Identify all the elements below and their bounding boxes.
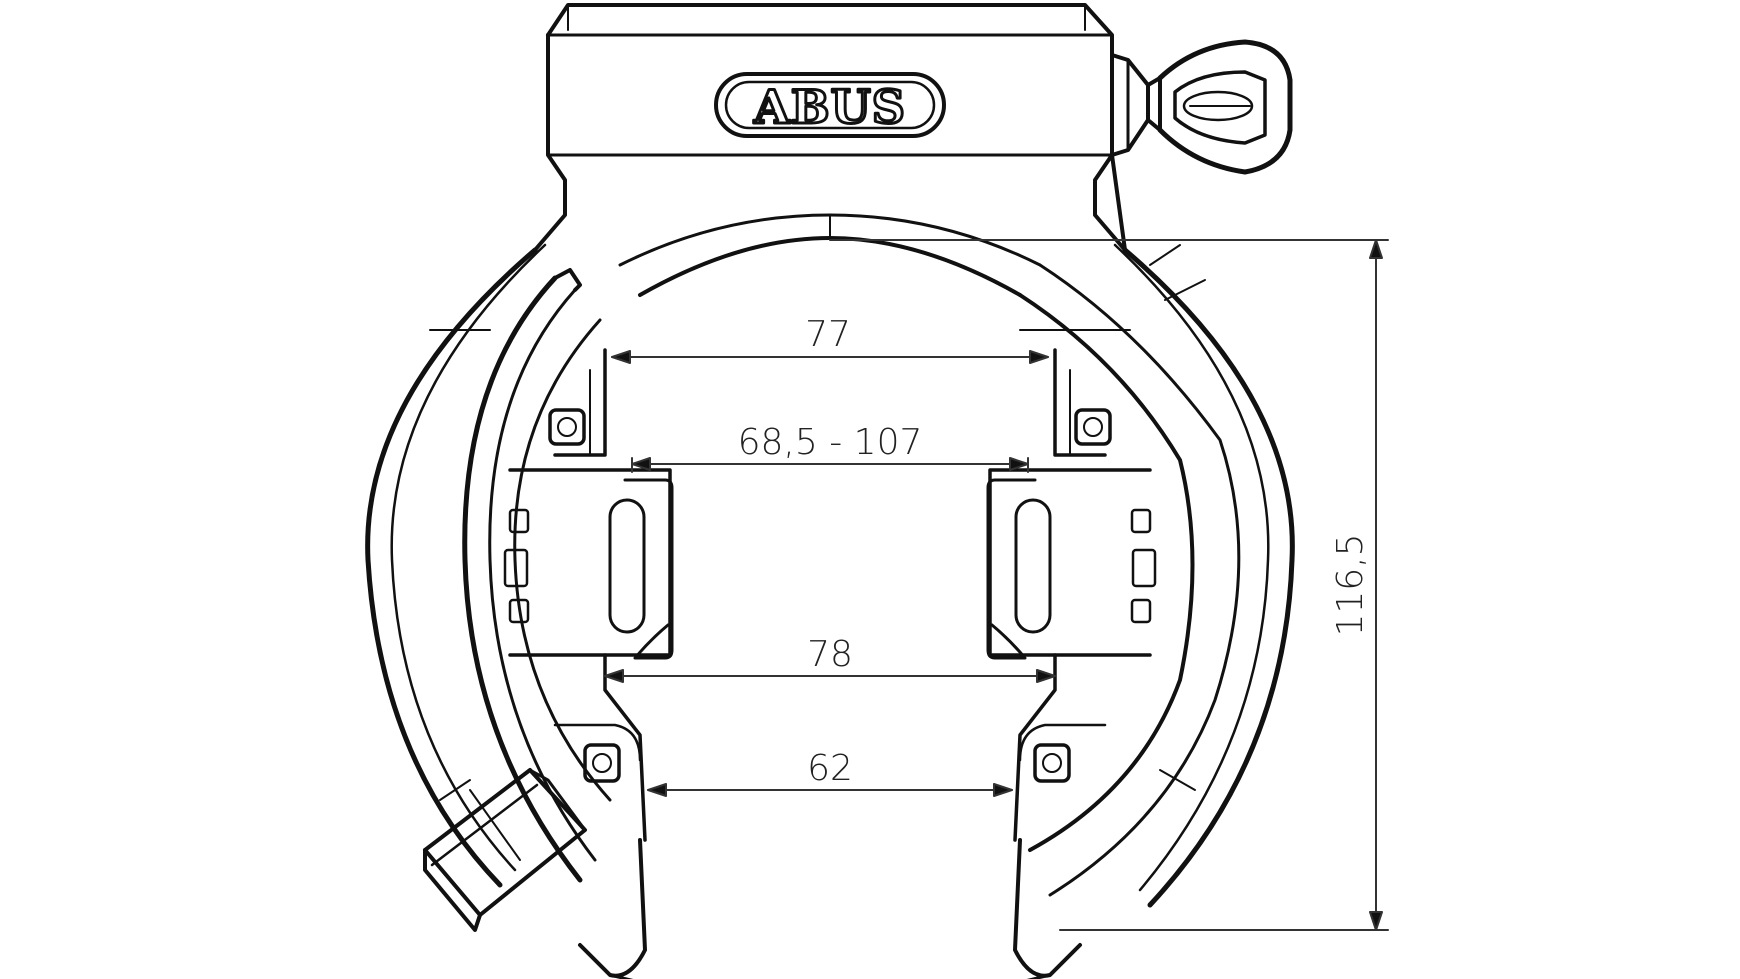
dim-label-68-5-107: 68,5 - 107 [738,422,923,463]
abus-logo-text: ABUS [753,80,906,134]
mount-plates [503,468,1157,660]
upper-brackets [548,348,1112,457]
shackle-arm [429,268,612,883]
dimension-labels: 77 68,5 - 107 78 62 116,5 [738,314,1371,789]
shackle-end-block [423,768,587,932]
dim-label-116-5: 116,5 [1330,533,1371,636]
dim-label-62: 62 [807,748,853,789]
abus-logo: ABUS [714,72,946,138]
dim-label-77: 77 [805,314,851,355]
dim-label-78: 78 [807,634,853,675]
dimension-lines [604,239,1389,931]
lock-ring [365,213,1295,908]
lock-tips [578,838,1082,979]
key-icon [1110,39,1293,175]
lower-brackets [553,653,1107,842]
